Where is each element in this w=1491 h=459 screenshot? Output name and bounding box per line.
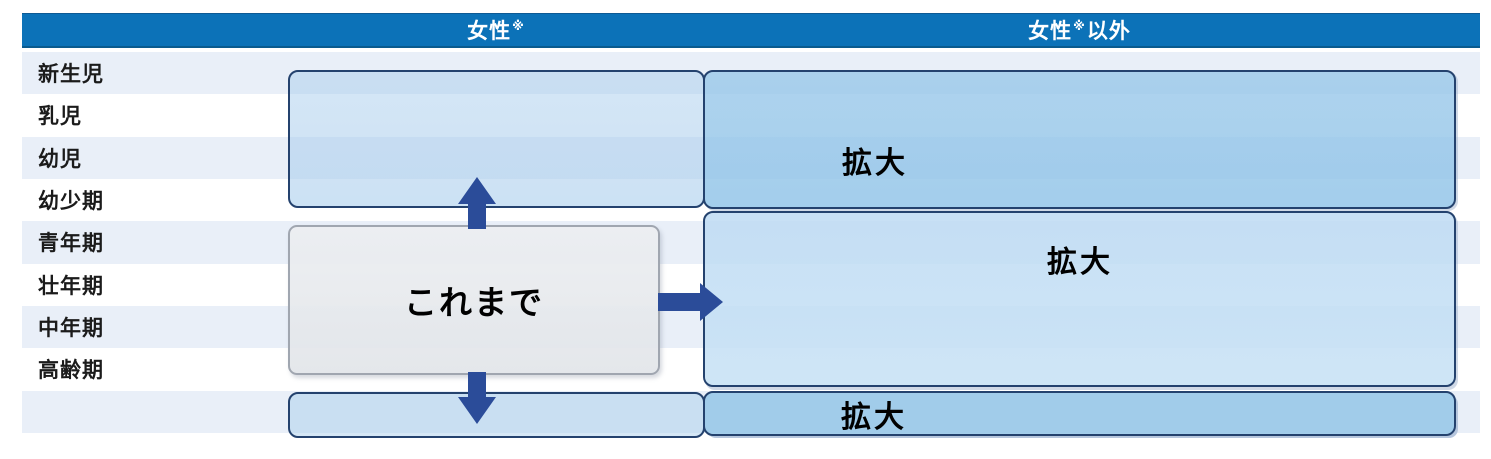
expand-label-top: 拡大 [842, 147, 908, 180]
up-arrow-icon [458, 177, 496, 229]
row-label-adolescence: 青年期 [38, 232, 104, 256]
header-non-female-text: 女性 [1028, 20, 1073, 43]
header-female-text: 女性 [467, 20, 512, 43]
row-label-prime-age: 壮年期 [38, 274, 104, 298]
expand-box-bottom: 拡大 [703, 391, 1456, 436]
table-row: 乳児 [22, 94, 1480, 136]
down-arrow-icon [458, 372, 496, 424]
header-non-female-footnote-marker: ※ [1073, 19, 1086, 33]
table-row: 壮年期 [22, 264, 1480, 306]
row-label-newborn: 新生児 [38, 63, 104, 87]
row-label-toddler: 幼児 [38, 147, 82, 171]
row-label-infant: 乳児 [38, 105, 82, 129]
header-column-female: 女性※ [288, 14, 705, 46]
header-female-footnote-marker: ※ [512, 19, 525, 33]
expand-box-middle: 拡大 [703, 211, 1456, 387]
female-lower-coverage-box [288, 392, 705, 438]
expand-label-bottom: 拡大 [841, 401, 907, 434]
row-label-middle-age: 中年期 [38, 317, 104, 341]
expand-label-middle: 拡大 [1047, 246, 1113, 279]
previous-scope-box: これまで [288, 225, 660, 375]
table-row: 高齢期 [22, 348, 1480, 390]
previous-scope-label: これまで [404, 284, 544, 321]
female-upper-coverage-box [288, 70, 705, 208]
right-arrow-icon [658, 283, 723, 321]
table-row: 幼少期 [22, 179, 1480, 221]
table-header: 女性※ 女性※以外 [22, 13, 1480, 48]
header-non-female-suffix: 以外 [1086, 20, 1131, 43]
row-label-old-age: 高齢期 [38, 359, 104, 383]
expand-box-top: 拡大 [703, 70, 1456, 209]
header-column-non-female: 女性※以外 [703, 14, 1456, 46]
row-label-childhood: 幼少期 [38, 190, 104, 214]
